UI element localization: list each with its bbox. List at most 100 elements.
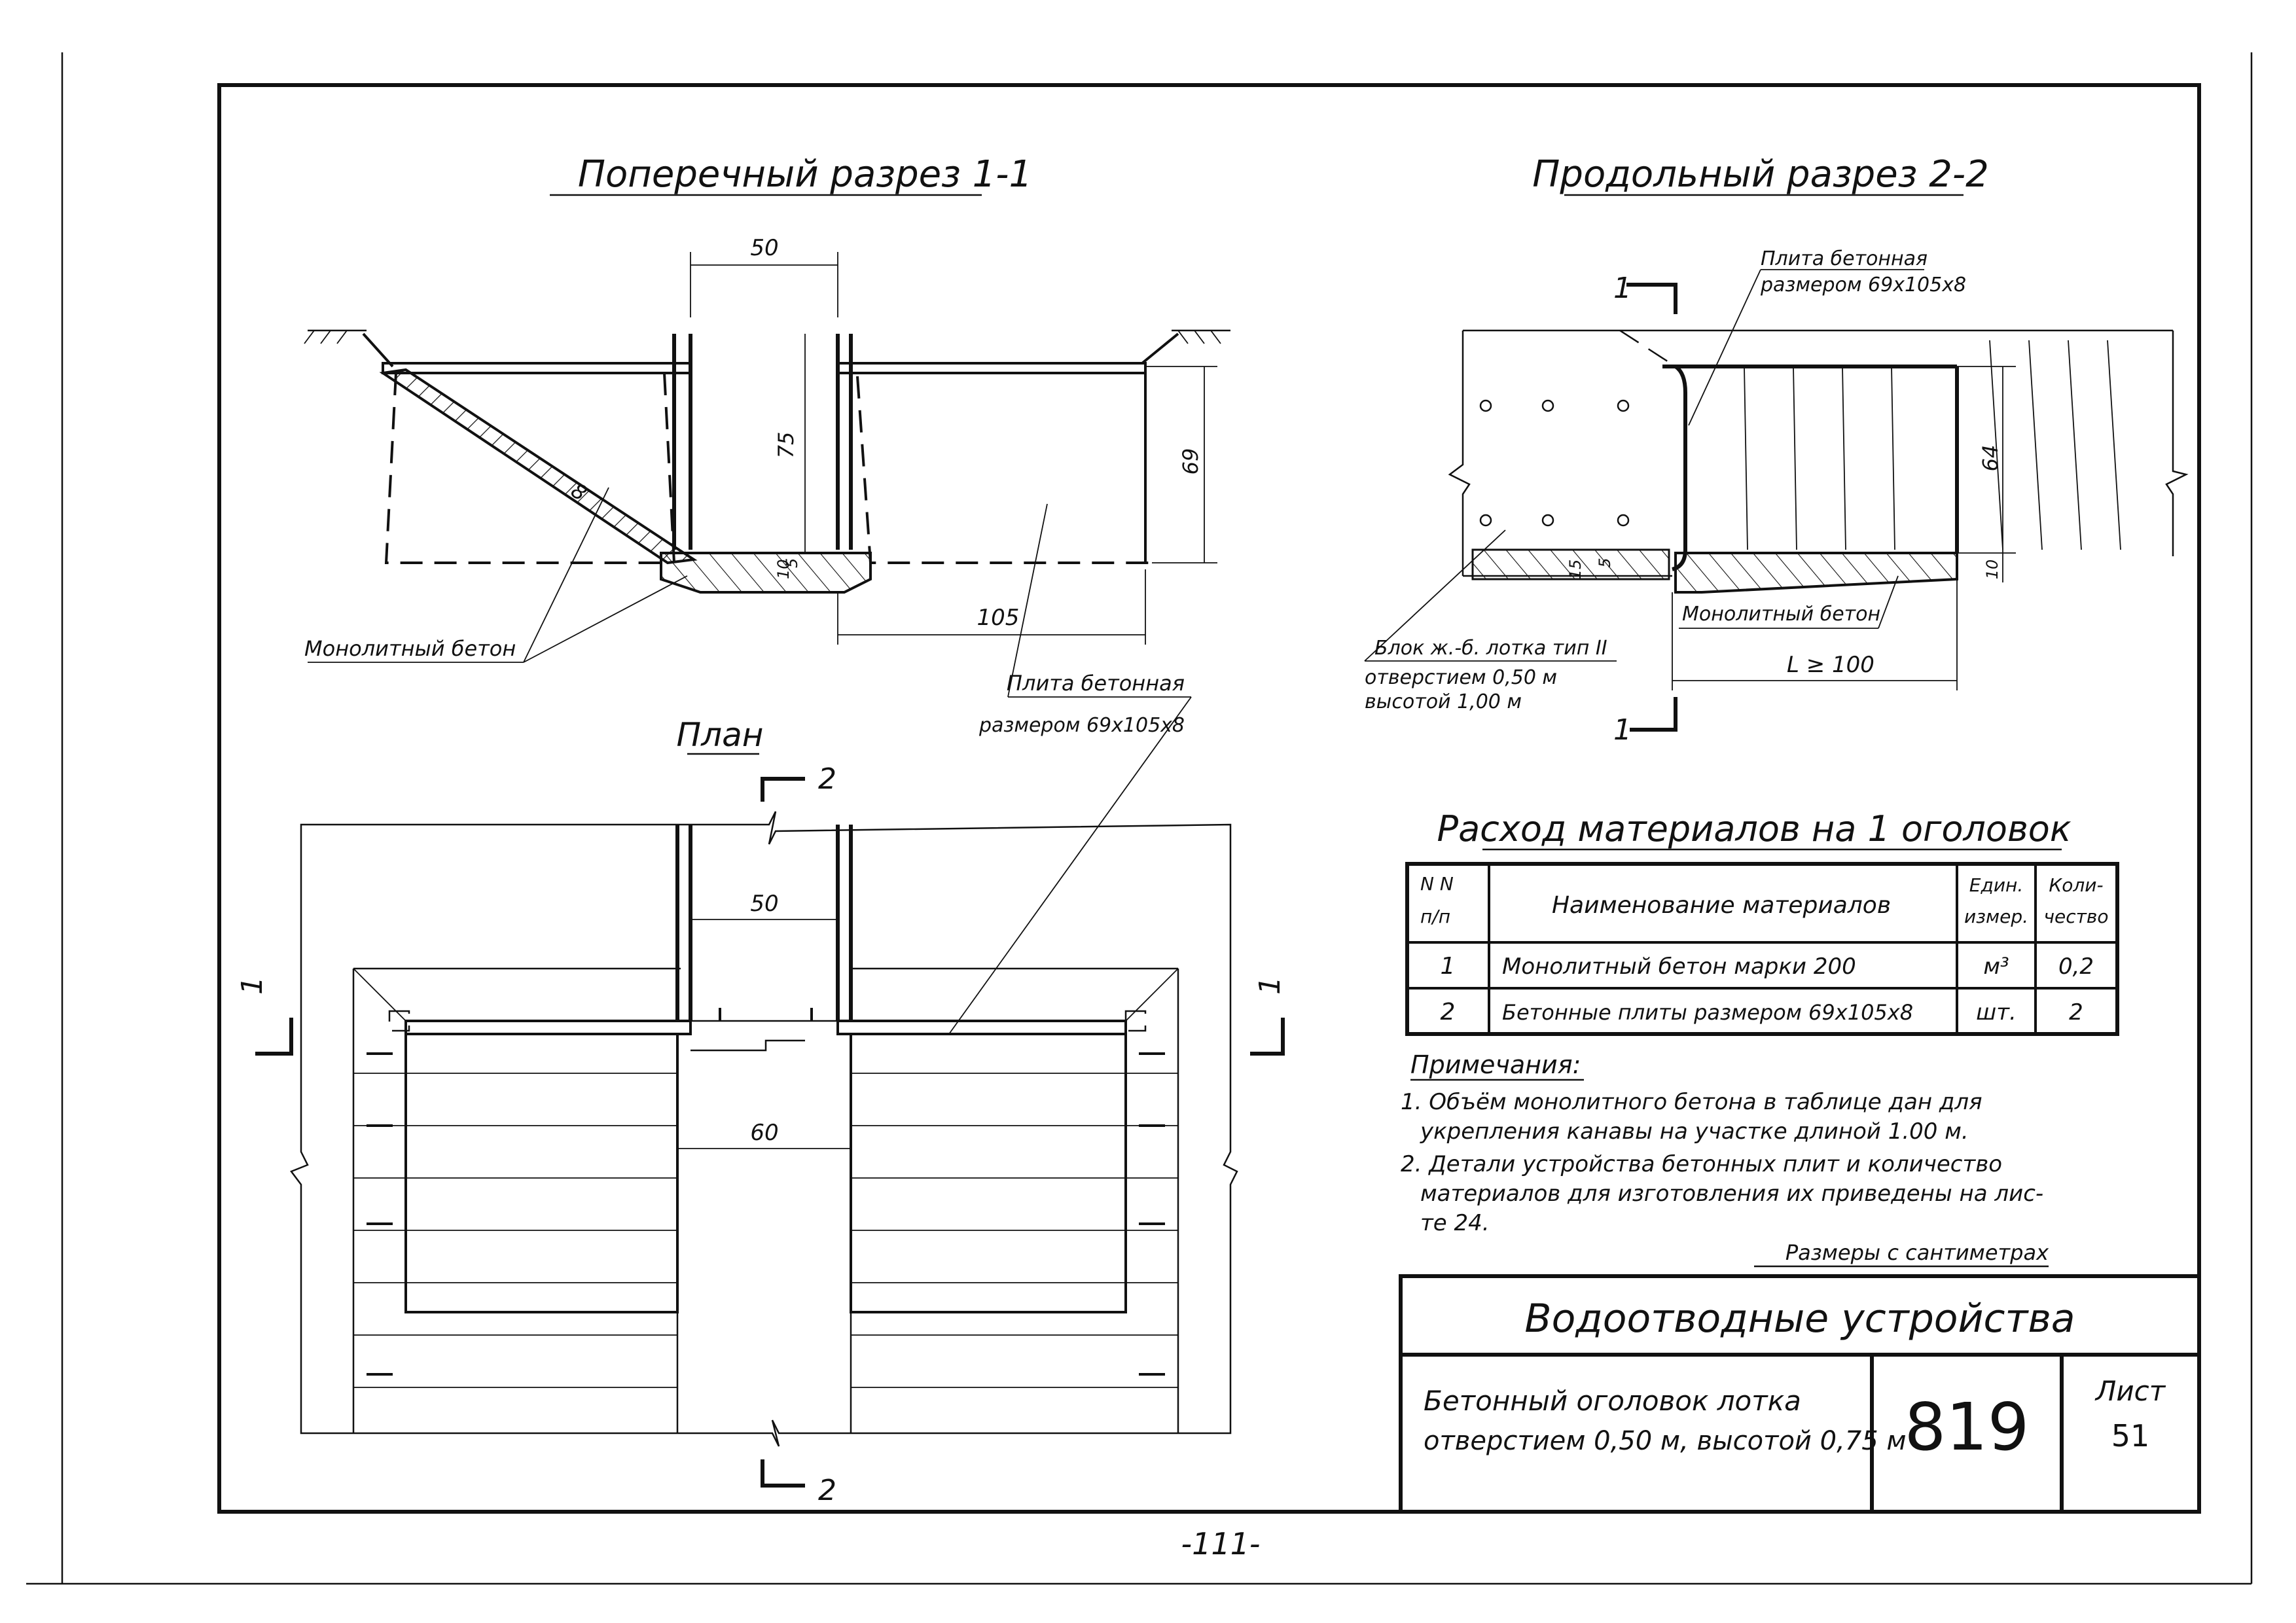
ground-hatch (304, 330, 1221, 344)
long-label-concrete: Монолитный бетон (1682, 603, 1880, 626)
dashed-line (1619, 329, 1676, 368)
corner-line (353, 968, 406, 1022)
leader-line (523, 575, 688, 663)
longitudinal-section-title: Продольный разрез 2-2 (1532, 153, 1988, 196)
th-unit-b: измер. (1964, 906, 2028, 927)
row1-unit: м³ (1983, 954, 2009, 980)
dashed-contour-left (384, 372, 668, 564)
row1-name: Монолитный бетон марки 200 (1502, 954, 1856, 980)
leader-line (1364, 529, 1506, 662)
plan-dim-60: 60 (750, 1120, 778, 1146)
plan-title: План (677, 716, 764, 754)
plate-left (382, 362, 692, 374)
plan-outer-contour (290, 811, 1238, 1447)
leader-line (948, 696, 1192, 1035)
page-number: -111- (1181, 1526, 1261, 1561)
plan-dim-50: 50 (750, 891, 778, 917)
plan-marker-2-bottom: 2 (818, 1474, 836, 1507)
th-num-a: N N (1420, 873, 1454, 895)
plan-plate-left-edge (404, 1020, 692, 1035)
th-name: Наименование материалов (1552, 892, 1891, 919)
apron-concrete (1674, 552, 1958, 594)
dashed-corner (1124, 1010, 1147, 1032)
plan-plate-right (850, 1033, 1127, 1313)
hole (1617, 514, 1630, 527)
vertical-plate (1662, 365, 1687, 571)
notes-title: Примечания: (1410, 1050, 1581, 1079)
note-2-line3: те 24. (1420, 1210, 1490, 1236)
drawing-frame (217, 83, 2201, 1514)
block-base-concrete (1471, 548, 1670, 580)
block-label-line3: высотой 1,00 м (1365, 690, 1522, 713)
th-qty-b: чество (2043, 906, 2108, 927)
plan-plate-right-edge (836, 1020, 1127, 1035)
dim-5: 5 (1596, 558, 1614, 567)
dim-15: 15 (1566, 560, 1585, 580)
hole (1479, 399, 1492, 412)
hole (1479, 514, 1492, 527)
slope-left (362, 332, 394, 368)
dim-69: 69 (1178, 448, 1203, 475)
dashed-contour-left-inner (663, 372, 675, 563)
stamp-desc-line1: Бетонный оголовок лотка (1424, 1385, 1801, 1417)
stamp-title: Водоотводные устройства (1524, 1296, 2075, 1342)
section-marker-symbol (255, 1018, 293, 1056)
plate-right (836, 362, 1147, 374)
th-qty-a: Коли- (2049, 874, 2103, 896)
section-marker-top: 1 (1613, 272, 1632, 305)
label-plate-line2: размером 69х105х8 (978, 714, 1185, 737)
leader-line (523, 487, 609, 663)
corner-line (1125, 968, 1179, 1022)
plan-marker-2-top: 2 (818, 762, 836, 796)
slope-right (1141, 332, 1179, 365)
monolithic-concrete-bottom (660, 552, 872, 594)
plate-label-line1: Плита бетонная (1761, 247, 1928, 270)
plate-label-line2: размером 69х105х8 (1760, 274, 1966, 296)
slope-hatch-lines (353, 1073, 1178, 1388)
channel-step (691, 1039, 805, 1052)
soil-hatch (1744, 340, 2121, 550)
plan-marker-1-right: 1 (1253, 976, 1287, 995)
plan-marker-1-left: 1 (236, 976, 269, 995)
row1-qty: 0,2 (2058, 954, 2094, 980)
th-unit-a: Един. (1969, 874, 2023, 896)
section-marker-symbol (761, 1459, 805, 1488)
hole (1617, 399, 1630, 412)
block-label-line2: отверстием 0,50 м (1365, 666, 1557, 689)
section-marker-symbol (1626, 283, 1677, 314)
cross-section-1-1: Поперечный разрез 1-1 50 8 75 (304, 153, 1230, 1035)
cross-section-title: Поперечный разрез 1-1 (578, 153, 1032, 196)
sheet-label: Лист (2094, 1375, 2166, 1407)
inclined-slab (379, 368, 698, 565)
note-2-line1: 2. Детали устройства бетонных плит и кол… (1401, 1151, 2002, 1177)
leader-line (1007, 503, 1048, 698)
drawing-number: 819 (1905, 1389, 2030, 1465)
stamp-frame (1399, 1274, 2201, 1514)
block-label-line1: Блок ж.-б. лотка тип II (1374, 637, 1607, 660)
plan-view: План 2 2 1 1 (236, 716, 1287, 1507)
dim-50: 50 (750, 235, 778, 261)
dim-64: 64 (1978, 445, 2003, 472)
note-1-line2: укрепления канавы на участке длиной 1.00… (1420, 1118, 1969, 1145)
section-marker-symbol (1630, 697, 1677, 732)
title-stamp: Водоотводные устройства Бетонный оголово… (1399, 1274, 2201, 1514)
dim-105: 105 (977, 605, 1020, 631)
hole (1541, 514, 1554, 527)
materials-title: Расход материалов на 1 оголовок (1437, 808, 2072, 849)
tick-marks (367, 1008, 1165, 1376)
notes-block: Примечания: 1. Объём монолитного бетона … (1401, 1050, 2049, 1268)
note-1-line1: 1. Объём монолитного бетона в таблице да… (1401, 1089, 1982, 1115)
break-left (1448, 330, 1471, 576)
dashed-contour-right (856, 376, 1152, 564)
row2-num: 2 (1441, 999, 1456, 1026)
sheet-number: 51 (2111, 1418, 2150, 1454)
section-marker-symbol (1250, 1018, 1285, 1056)
row1-num: 1 (1441, 953, 1456, 980)
label-monolithic-concrete: Монолитный бетон (304, 636, 516, 661)
leader-line (1688, 269, 1761, 426)
break-right (2165, 330, 2189, 556)
plan-plate-left (404, 1033, 679, 1313)
leader-line (1878, 575, 1899, 629)
row2-unit: шт. (1976, 999, 2017, 1026)
